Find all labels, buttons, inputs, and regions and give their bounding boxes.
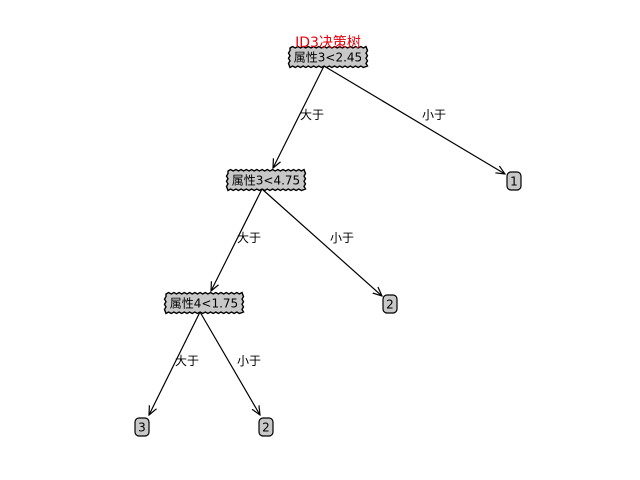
leaf-box [382,294,398,314]
node-label: 属性4<1.75 [170,297,238,311]
edge-label-n1-l1: 小于 [422,108,446,122]
edge-n1-n2 [273,65,325,168]
edge-label-n3-l3: 大于 [175,354,199,368]
edge-n3-l3 [149,311,201,415]
leaf-node-l2: 2 [382,294,398,314]
node-label: 属性3<2.45 [294,51,362,65]
nodes-layer: 属性3<2.45 属性3<4.75 属性4<1.75 1 2 3 2 [134,45,522,437]
edge-label-n1-n2: 大于 [300,108,324,122]
diagram-title: ID3决策树 [295,34,361,51]
decision-box [225,168,307,192]
decision-node-n3: 属性4<1.75 [163,291,245,315]
edge-n1-l1 [323,65,505,174]
node-label: 2 [386,298,394,312]
node-label: 2 [262,421,270,435]
leaf-box [258,417,274,437]
leaf-node-l1: 1 [506,171,522,191]
edges-layer: 大于小于大于小于大于小于 [149,65,505,415]
edge-n2-l2 [261,188,382,296]
leaf-box [506,171,522,191]
leaf-node-l4: 2 [258,417,274,437]
node-label: 属性3<4.75 [232,174,300,188]
edge-label-n2-l2: 小于 [330,231,354,245]
decision-node-n2: 属性3<4.75 [225,168,307,192]
decision-box [163,291,245,315]
edge-label-n2-n3: 大于 [237,231,261,245]
edge-label-n3-l4: 小于 [237,354,261,368]
leaf-box [134,417,150,437]
edge-n3-l4 [199,311,260,415]
node-label: 1 [510,175,518,189]
edge-n2-n3 [211,188,263,291]
node-label: 3 [138,421,146,435]
decision-box [287,45,369,69]
decision-node-n1: 属性3<2.45 [287,45,369,69]
leaf-node-l3: 3 [134,417,150,437]
